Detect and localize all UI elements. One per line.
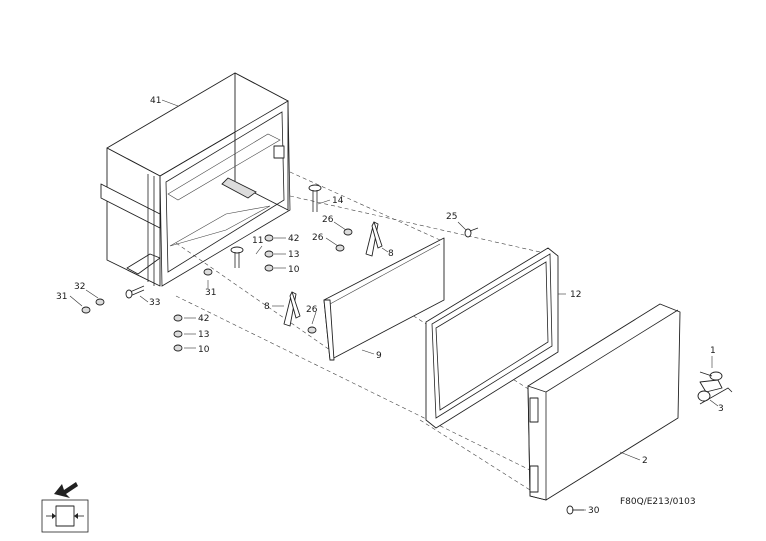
label-26-b: 26 bbox=[312, 233, 324, 243]
label-2: 2 bbox=[642, 456, 648, 466]
label-41: 41 bbox=[150, 96, 161, 106]
part-number-labels: 41 14 26 26 42 11 13 8 10 25 12 8 26 9 3… bbox=[56, 96, 724, 516]
label-32: 32 bbox=[74, 282, 85, 292]
panel-part-9 bbox=[323, 237, 445, 361]
hinge-part-8-lower bbox=[283, 291, 301, 327]
lock-part-1-3 bbox=[697, 371, 733, 405]
washer-stack-upper bbox=[264, 234, 274, 272]
hinge-part-8-upper bbox=[365, 221, 383, 257]
gasket-frame-part-12 bbox=[425, 247, 559, 429]
front-view-symbol-icon bbox=[41, 499, 89, 533]
label-13-b: 13 bbox=[198, 330, 209, 340]
nuts-part-26 bbox=[307, 228, 353, 334]
label-10-b: 10 bbox=[198, 345, 210, 355]
label-31-b: 31 bbox=[205, 288, 216, 298]
label-13-a: 13 bbox=[288, 250, 299, 260]
screw-part-11 bbox=[230, 246, 244, 268]
leader-lines bbox=[69, 99, 719, 511]
door-part-2 bbox=[527, 303, 681, 501]
label-30: 30 bbox=[588, 506, 600, 516]
direction-arrow-icon bbox=[54, 482, 78, 498]
label-8-a: 8 bbox=[388, 249, 394, 259]
label-33: 33 bbox=[149, 298, 160, 308]
label-9: 9 bbox=[376, 351, 382, 361]
label-31-a: 31 bbox=[56, 292, 67, 302]
label-26-a: 26 bbox=[322, 215, 334, 225]
label-10-a: 10 bbox=[288, 265, 300, 275]
drawing-code: F80Q/E213/0103 bbox=[620, 497, 696, 507]
label-3: 3 bbox=[718, 404, 724, 414]
label-1: 1 bbox=[710, 346, 716, 356]
label-42-b: 42 bbox=[198, 314, 209, 324]
alignment-lines bbox=[175, 171, 541, 491]
label-14: 14 bbox=[332, 196, 344, 206]
label-12: 12 bbox=[570, 290, 581, 300]
washer-stack-lower bbox=[173, 314, 183, 352]
fastener-set-left bbox=[81, 268, 213, 314]
screw-part-25 bbox=[464, 227, 479, 238]
label-25: 25 bbox=[446, 212, 457, 222]
housing-part-41 bbox=[100, 72, 291, 287]
label-8-b: 8 bbox=[264, 302, 270, 312]
label-11: 11 bbox=[252, 236, 263, 246]
label-42-a: 42 bbox=[288, 234, 299, 244]
screw-part-14 bbox=[308, 184, 322, 212]
label-26-c: 26 bbox=[306, 305, 318, 315]
